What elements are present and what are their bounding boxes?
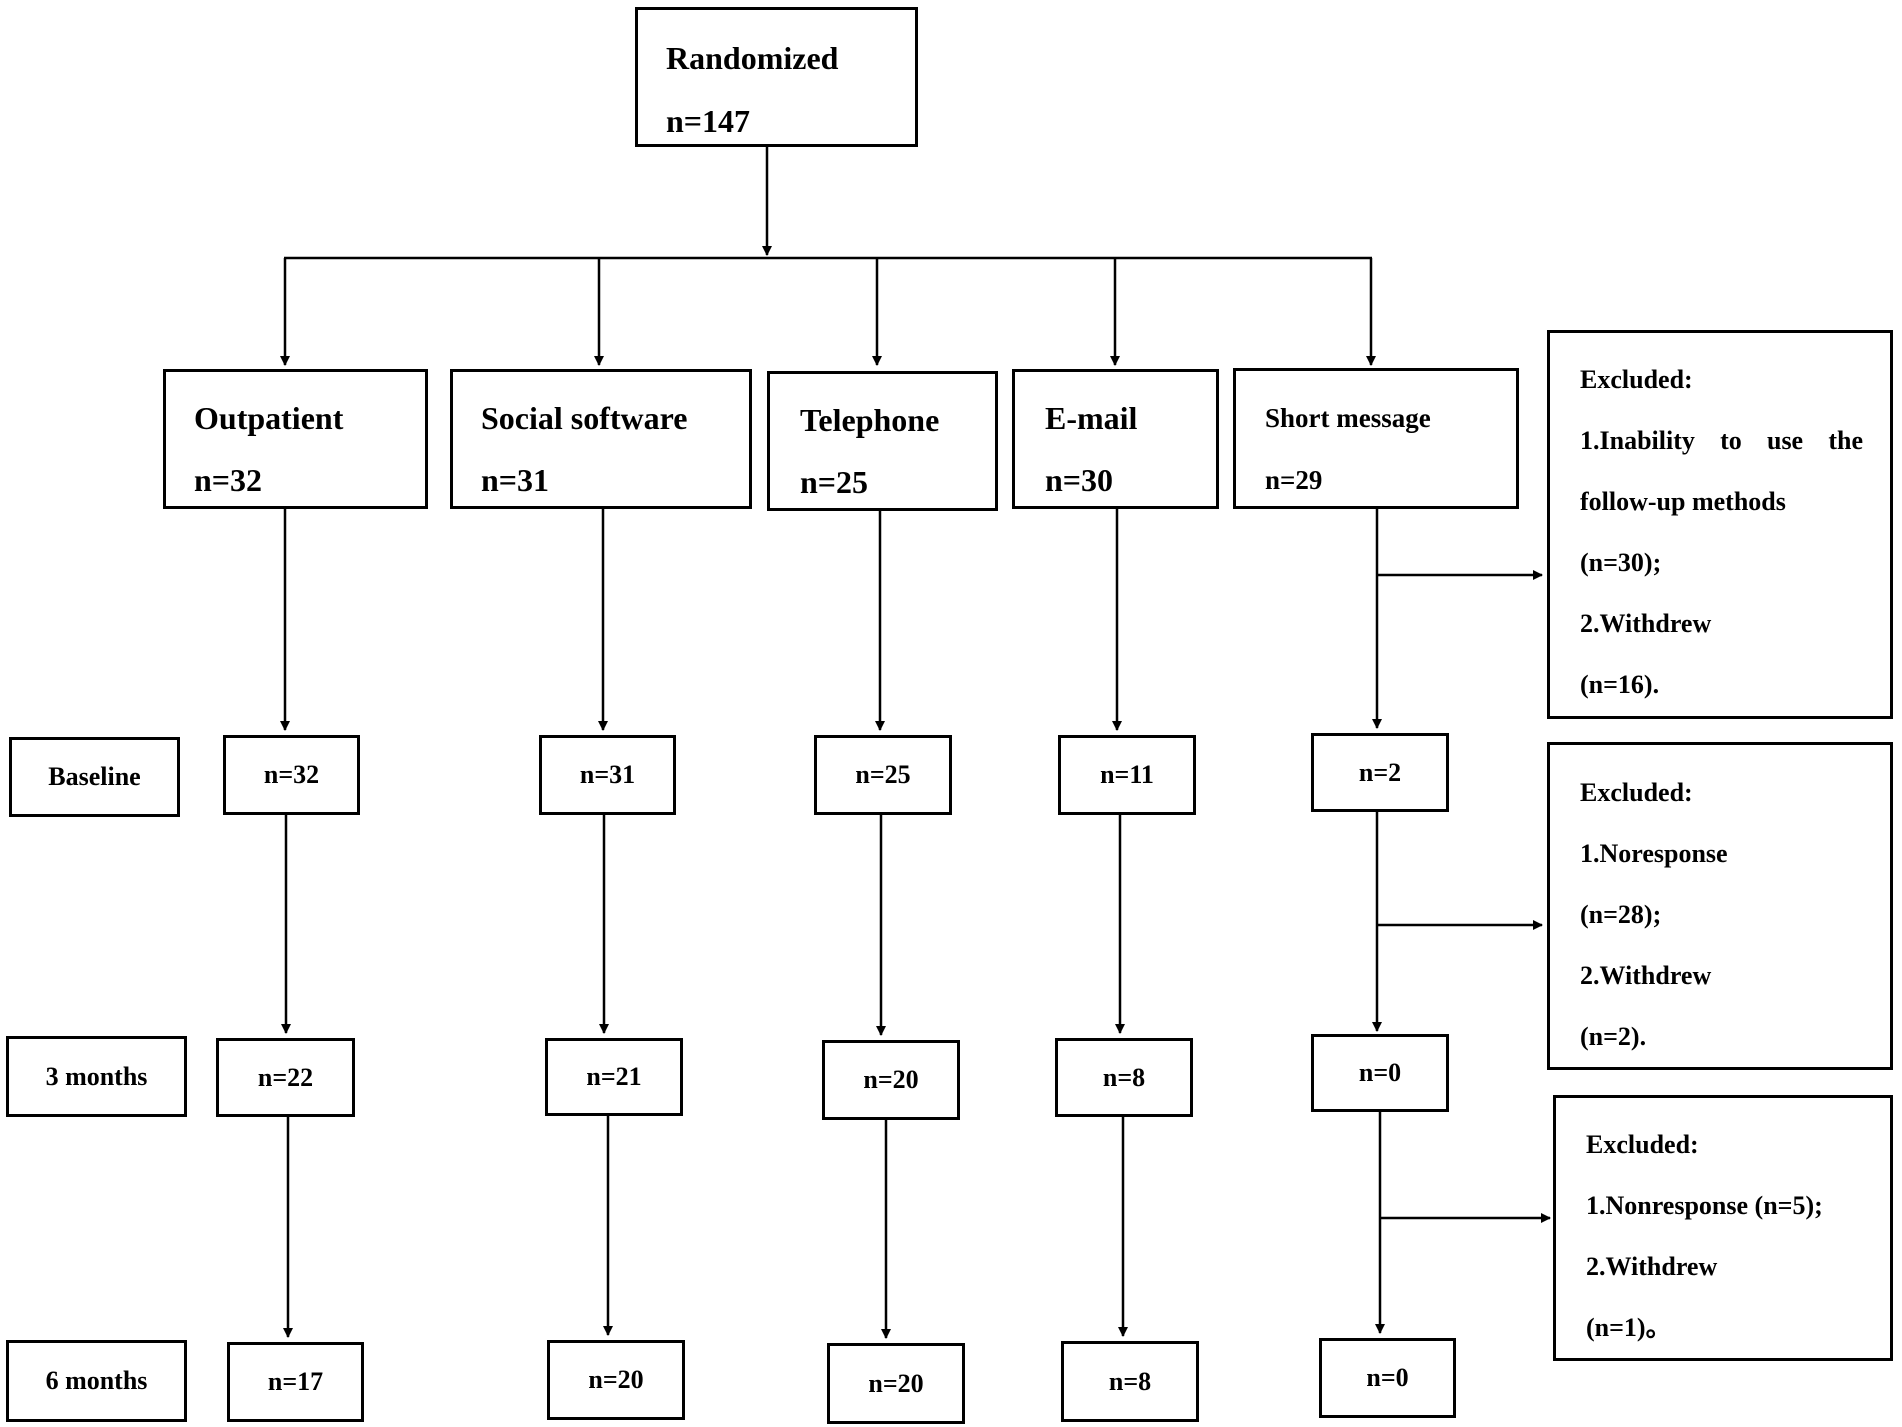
arm-telephone-box: Telephone n=25 (767, 371, 998, 511)
m3-outpatient: n=22 (216, 1038, 355, 1117)
exclusion-line: (n=2). (1580, 1022, 1647, 1051)
exclusion-line: 1.Noresponse (1580, 839, 1728, 868)
exclusion-line: (n=28); (1580, 900, 1662, 929)
arm-count: n=31 (481, 462, 550, 498)
exclusion-line: 1.Inability to use the (1580, 426, 1863, 455)
m3-short-message: n=0 (1311, 1034, 1449, 1112)
exclusion-line: 1.Nonresponse (n=5); (1586, 1191, 1823, 1220)
timepoint-3-months-label: 3 months (6, 1036, 187, 1117)
arm-title: Outpatient (194, 400, 344, 436)
exclusion-line: (n=30); (1580, 548, 1662, 577)
timepoint-baseline-text: Baseline (48, 762, 141, 791)
exclusion-line: Excluded: (1580, 365, 1693, 394)
exclusion-line: (n=16). (1580, 670, 1660, 699)
m6-social-software: n=20 (547, 1340, 685, 1420)
arm-title: Social software (481, 400, 688, 436)
arm-short-message-box: Short message n=29 (1233, 368, 1519, 509)
exclusion-line: 2.Withdrew (1580, 961, 1712, 990)
m3-social-software: n=21 (545, 1038, 683, 1116)
count-value: n=21 (586, 1062, 642, 1091)
arm-count: n=25 (800, 464, 869, 500)
count-value: n=31 (579, 760, 636, 789)
arm-outpatient-box: Outpatient n=32 (163, 369, 428, 509)
m6-outpatient: n=17 (227, 1342, 364, 1422)
m3-email: n=8 (1055, 1038, 1193, 1117)
baseline-short-message: n=2 (1311, 733, 1449, 812)
count-value: n=32 (263, 760, 320, 789)
exclusion-box-3: Excluded: 1.Nonresponse (n=5); 2.Withdre… (1553, 1095, 1893, 1361)
count-value: n=2 (1358, 757, 1402, 787)
baseline-outpatient: n=32 (223, 735, 360, 815)
arm-title: E-mail (1045, 400, 1138, 436)
count-value: n=0 (1366, 1363, 1409, 1392)
count-value: n=25 (855, 760, 911, 789)
baseline-telephone: n=25 (814, 735, 952, 815)
arm-title: Telephone (800, 402, 940, 438)
count-value: n=20 (863, 1065, 919, 1094)
count-value: n=8 (1108, 1366, 1152, 1396)
arm-title: Short message (1265, 403, 1431, 433)
baseline-email: n=11 (1058, 735, 1196, 815)
exclusion-line: follow-up methods (1580, 487, 1786, 516)
count-value: n=20 (588, 1365, 644, 1394)
timepoint-6-months-label: 6 months (6, 1340, 187, 1422)
count-value: n=22 (257, 1062, 314, 1092)
count-value: n=20 (868, 1368, 924, 1398)
exclusion-line: (n=1)。 (1586, 1313, 1672, 1342)
baseline-social-software: n=31 (539, 735, 676, 815)
m3-telephone: n=20 (822, 1040, 960, 1120)
exclusion-line: Excluded: (1586, 1130, 1699, 1159)
timepoint-3-months-text: 3 months (45, 1061, 148, 1091)
m6-email: n=8 (1061, 1341, 1199, 1422)
arm-count: n=29 (1265, 465, 1323, 495)
count-value: n=17 (267, 1367, 324, 1396)
exclusion-line: 2.Withdrew (1580, 609, 1712, 638)
exclusion-box-2: Excluded: 1.Noresponse (n=28); 2.Withdre… (1547, 742, 1893, 1070)
count-value: n=8 (1102, 1062, 1146, 1092)
arm-social-software-box: Social software n=31 (450, 369, 752, 509)
arm-count: n=32 (194, 462, 263, 498)
exclusion-line: Excluded: (1580, 778, 1693, 807)
m6-telephone: n=20 (827, 1343, 965, 1424)
count-value: n=11 (1100, 760, 1154, 789)
exclusion-box-1: Excluded: 1.Inability to use the follow-… (1547, 330, 1893, 719)
m6-short-message: n=0 (1319, 1338, 1456, 1418)
randomized-title: Randomized (666, 40, 839, 76)
exclusion-line: 2.Withdrew (1586, 1252, 1718, 1281)
arm-count: n=30 (1045, 462, 1114, 498)
randomized-count: n=147 (666, 103, 751, 139)
randomized-box: Randomized n=147 (635, 7, 918, 147)
timepoint-baseline-label: Baseline (9, 737, 180, 817)
arm-email-box: E-mail n=30 (1012, 369, 1219, 509)
timepoint-6-months-text: 6 months (45, 1366, 148, 1395)
count-value: n=0 (1358, 1058, 1402, 1087)
